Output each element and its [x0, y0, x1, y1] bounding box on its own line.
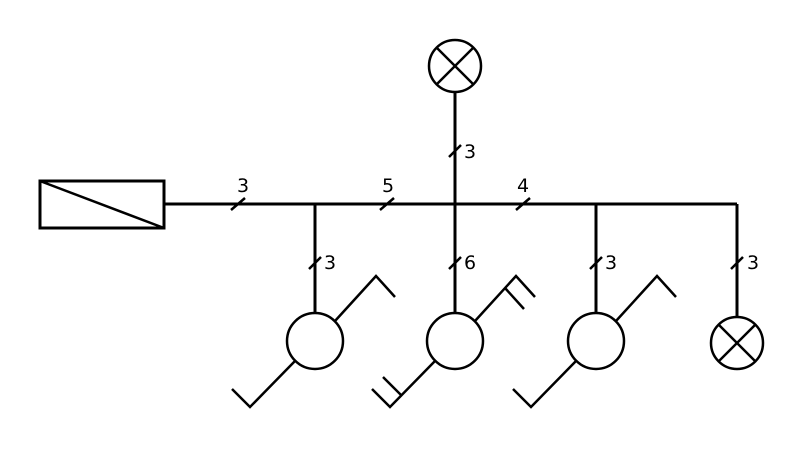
single-pole-switch-icon — [231, 274, 396, 409]
switch-2-count: 6 — [464, 252, 476, 274]
main-left-count: 3 — [237, 175, 249, 197]
lamp-top-count-marker: 3 — [448, 141, 476, 163]
single-pole-switch-icon — [512, 274, 677, 409]
switch-3-count: 3 — [605, 252, 617, 274]
switch-3-count-marker: 3 — [589, 252, 617, 274]
lamp-right-icon — [709, 315, 765, 371]
distribution-panel — [38, 179, 166, 230]
lamp-top-icon — [427, 38, 483, 94]
main-mid-count: 5 — [382, 175, 394, 197]
switch-2-count-marker: 6 — [448, 252, 476, 274]
main-mid-count-marker: 5 — [379, 175, 395, 211]
lamp-right-count: 3 — [747, 252, 759, 274]
double-switch-icon — [371, 274, 536, 409]
lamp-right-count-marker: 3 — [730, 252, 759, 274]
switch-1-count-marker: 3 — [308, 252, 336, 274]
main-right-count-marker: 4 — [515, 175, 531, 211]
switch-1-count: 3 — [324, 252, 336, 274]
main-right-count: 4 — [517, 175, 529, 197]
lamp-top-count: 3 — [464, 141, 476, 163]
main-left-count-marker: 3 — [230, 175, 249, 211]
